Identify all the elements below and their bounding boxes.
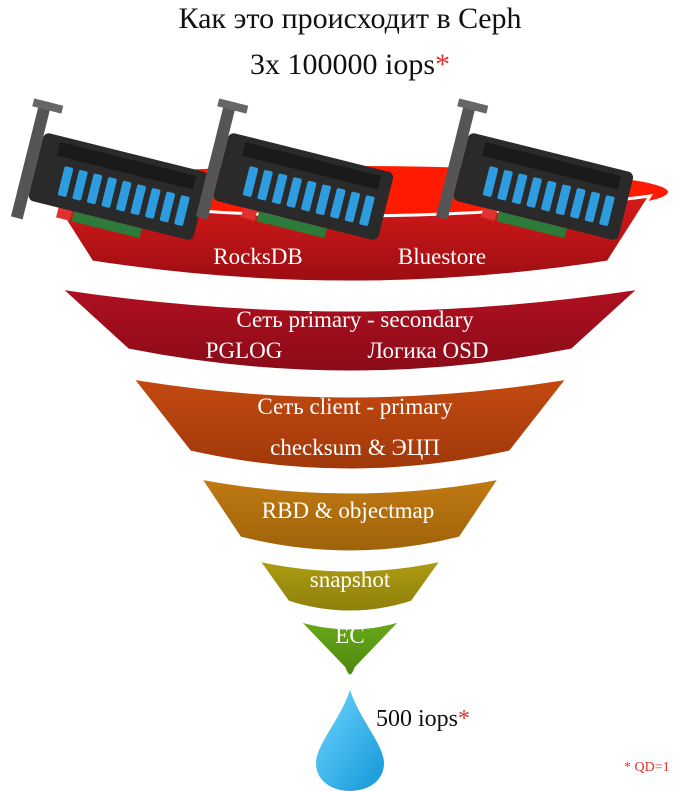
layer-6-label: EC bbox=[335, 623, 364, 648]
intel-optane-ssd-card-icon bbox=[195, 98, 394, 240]
footnote-text: * QD=1 bbox=[624, 760, 670, 775]
intel-optane-ssd-card-icon bbox=[10, 98, 209, 240]
layer-1-label: Bluestore bbox=[398, 244, 486, 269]
layer-2-label: Логика OSD bbox=[367, 338, 488, 363]
layer-2-label: Сеть primary - secondary bbox=[236, 307, 474, 332]
title-line-2: 3x 100000 iops* bbox=[0, 48, 700, 82]
layer-5-label: snapshot bbox=[310, 567, 391, 592]
funnel-layer-5 bbox=[254, 557, 446, 614]
funnel-layer-3 bbox=[128, 375, 572, 472]
funnel-layer-2 bbox=[55, 285, 645, 374]
title-iops: 3x 100000 iops bbox=[249, 48, 435, 81]
result-label: 500 iops* bbox=[376, 706, 470, 733]
result-iops: 500 iops bbox=[376, 706, 459, 732]
footnote: * QD=1 bbox=[624, 760, 670, 776]
funnel-layer-4 bbox=[196, 475, 504, 554]
result-asterisk: * bbox=[458, 706, 471, 732]
layer-3-label: Сеть client - primary bbox=[257, 394, 453, 419]
layer-1-label: RocksDB bbox=[213, 244, 302, 269]
title-asterisk: * bbox=[435, 48, 450, 81]
funnel-layer-6 bbox=[292, 616, 408, 678]
layer-3-label: checksum & ЭЦП bbox=[270, 435, 440, 460]
intel-optane-ssd-card-icon bbox=[435, 98, 634, 240]
title-line-1: Как это происходит в Ceph bbox=[178, 2, 522, 35]
water-drop-icon bbox=[316, 690, 384, 791]
layer-4-label: RBD & objectmap bbox=[262, 498, 434, 523]
layer-2-label: PGLOG bbox=[206, 338, 283, 363]
